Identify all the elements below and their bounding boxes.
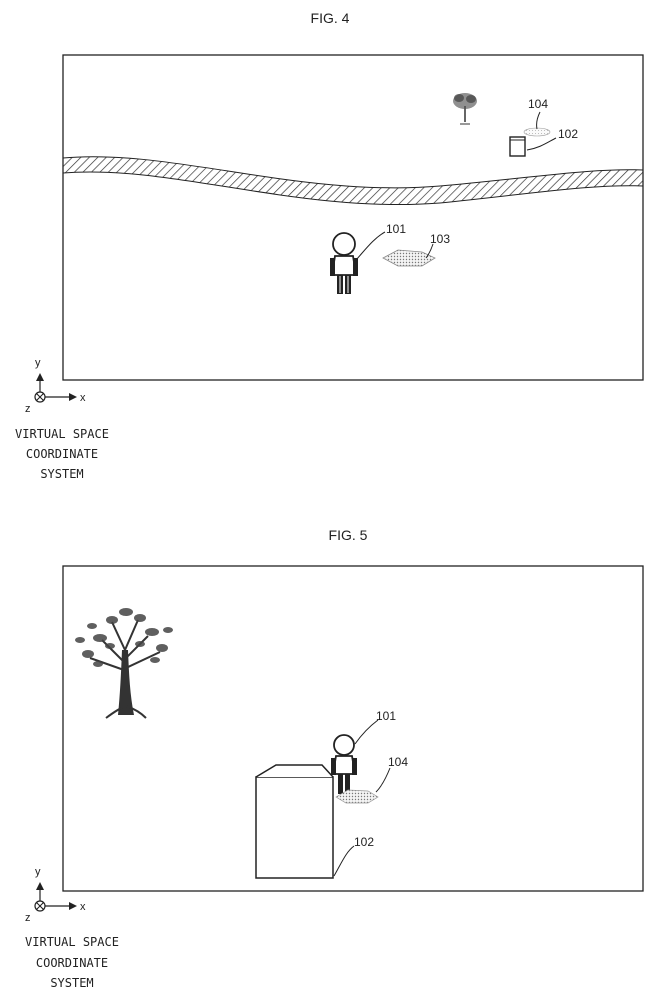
fig5-leader-101: [354, 719, 379, 745]
fig5-shadow-104: [335, 789, 379, 804]
fig5-ref-102: 102: [354, 835, 374, 849]
fig5-object-102: [255, 764, 334, 879]
fig5-title: FIG. 5: [329, 527, 368, 543]
fig4-caption-line1: VIRTUAL SPACE: [15, 427, 109, 441]
fig4-shadow-103: [382, 249, 436, 267]
fig4-shadow-104: [523, 127, 551, 137]
figure-4: FIG. 4 104 102: [15, 10, 644, 481]
fig4-ref-102: 102: [558, 127, 578, 141]
fig4-axis-z-label: z: [25, 403, 31, 415]
fig4-leader-104: [536, 111, 541, 130]
fig4-road: [62, 156, 644, 206]
fig4-frame: [62, 54, 644, 381]
fig5-leader-104: [375, 767, 391, 793]
fig4-object-102: [509, 136, 526, 157]
fig4-axis-indicator: y x z: [25, 357, 86, 415]
fig5-caption-line2: COORDINATE: [36, 956, 108, 970]
fig5-axis-indicator: y x z: [25, 866, 86, 924]
fig4-ref-104: 104: [528, 97, 548, 111]
fig4-leader-101: [355, 231, 386, 261]
fig5-leader-102: [333, 845, 355, 877]
fig4-ref-103: 103: [430, 232, 450, 246]
fig4-caption-line2: COORDINATE: [26, 447, 98, 461]
fig4-character-101: [330, 232, 358, 294]
fig5-ref-104: 104: [388, 755, 408, 769]
fig4-caption-line3: SYSTEM: [40, 467, 83, 481]
fig4-axis-y-label: y: [35, 357, 41, 369]
fig5-ref-101: 101: [376, 709, 396, 723]
figure-5: FIG. 5: [25, 527, 644, 990]
fig5-character-101: [331, 734, 357, 794]
fig5-axis-y-label: y: [35, 866, 41, 878]
fig5-tree-icon: [75, 608, 173, 719]
fig4-tree-icon: [453, 93, 477, 125]
fig4-title: FIG. 4: [311, 10, 350, 26]
fig5-caption-line1: VIRTUAL SPACE: [25, 935, 119, 949]
fig4-leader-103: [425, 243, 434, 259]
fig4-leader-102: [526, 137, 557, 151]
fig5-caption-line3: SYSTEM: [50, 976, 93, 990]
fig4-axis-x-label: x: [80, 392, 86, 404]
fig5-frame: [62, 565, 644, 892]
fig5-axis-z-label: z: [25, 912, 31, 924]
fig5-axis-x-label: x: [80, 901, 86, 913]
fig4-ref-101: 101: [386, 222, 406, 236]
